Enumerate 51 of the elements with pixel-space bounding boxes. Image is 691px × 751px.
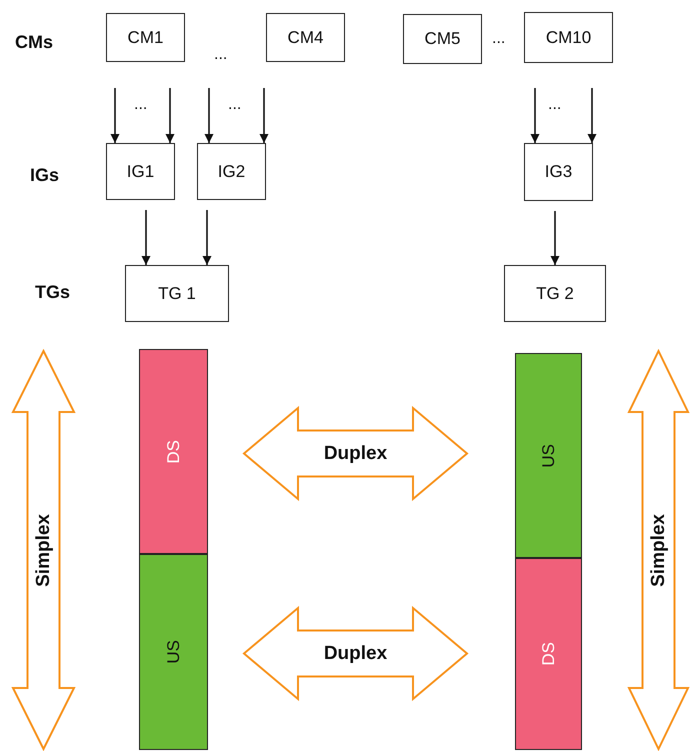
double-block-arrow bbox=[243, 607, 468, 700]
node-label: CM5 bbox=[424, 29, 460, 49]
process-box bbox=[106, 143, 175, 200]
bar-segment bbox=[139, 554, 208, 750]
process-box bbox=[266, 13, 345, 62]
node-label: Duplex bbox=[324, 442, 388, 464]
process-box bbox=[524, 12, 613, 63]
ellipsis: ... bbox=[492, 30, 506, 48]
double-block-arrow bbox=[243, 407, 468, 500]
bar-segment bbox=[139, 349, 208, 554]
ellipsis: ... bbox=[228, 96, 242, 114]
node-label: IG3 bbox=[544, 162, 572, 182]
row-label: CMs bbox=[15, 32, 54, 53]
process-box bbox=[524, 143, 593, 201]
double-block-arrow bbox=[12, 350, 75, 750]
node-label: CM4 bbox=[288, 28, 324, 48]
process-box bbox=[403, 14, 482, 64]
arrow bbox=[142, 210, 150, 265]
arrow bbox=[588, 88, 596, 143]
node-label: US bbox=[538, 444, 558, 468]
bar-segment bbox=[515, 353, 582, 558]
node-label: IG1 bbox=[126, 162, 154, 182]
ellipsis: ... bbox=[214, 46, 228, 64]
double-block-arrow bbox=[628, 350, 689, 750]
node-label: Simplex bbox=[32, 514, 54, 586]
node-label: Duplex bbox=[324, 642, 388, 664]
bar-segment bbox=[515, 558, 582, 750]
arrow bbox=[202, 210, 212, 265]
node-label: DS bbox=[538, 642, 558, 666]
process-box bbox=[504, 265, 606, 322]
arrow bbox=[166, 88, 174, 143]
ellipsis: ... bbox=[134, 96, 148, 114]
process-box bbox=[125, 265, 229, 322]
arrow bbox=[530, 88, 540, 143]
arrow bbox=[260, 88, 268, 143]
arrow bbox=[110, 88, 120, 143]
node-label: TG 1 bbox=[158, 284, 196, 304]
ellipsis: ... bbox=[548, 96, 562, 114]
node-label: CM1 bbox=[128, 28, 164, 48]
node-label: DS bbox=[164, 440, 184, 464]
arrow bbox=[550, 211, 560, 265]
row-label: TGs bbox=[35, 282, 70, 303]
node-label: US bbox=[164, 640, 184, 664]
node-label: TG 2 bbox=[536, 284, 574, 304]
node-label: CM10 bbox=[546, 28, 592, 48]
arrow bbox=[204, 88, 214, 143]
process-box bbox=[106, 13, 185, 62]
node-label: IG2 bbox=[218, 162, 246, 182]
process-box bbox=[197, 143, 266, 200]
row-label: IGs bbox=[30, 165, 60, 186]
node-label: Simplex bbox=[648, 514, 670, 586]
